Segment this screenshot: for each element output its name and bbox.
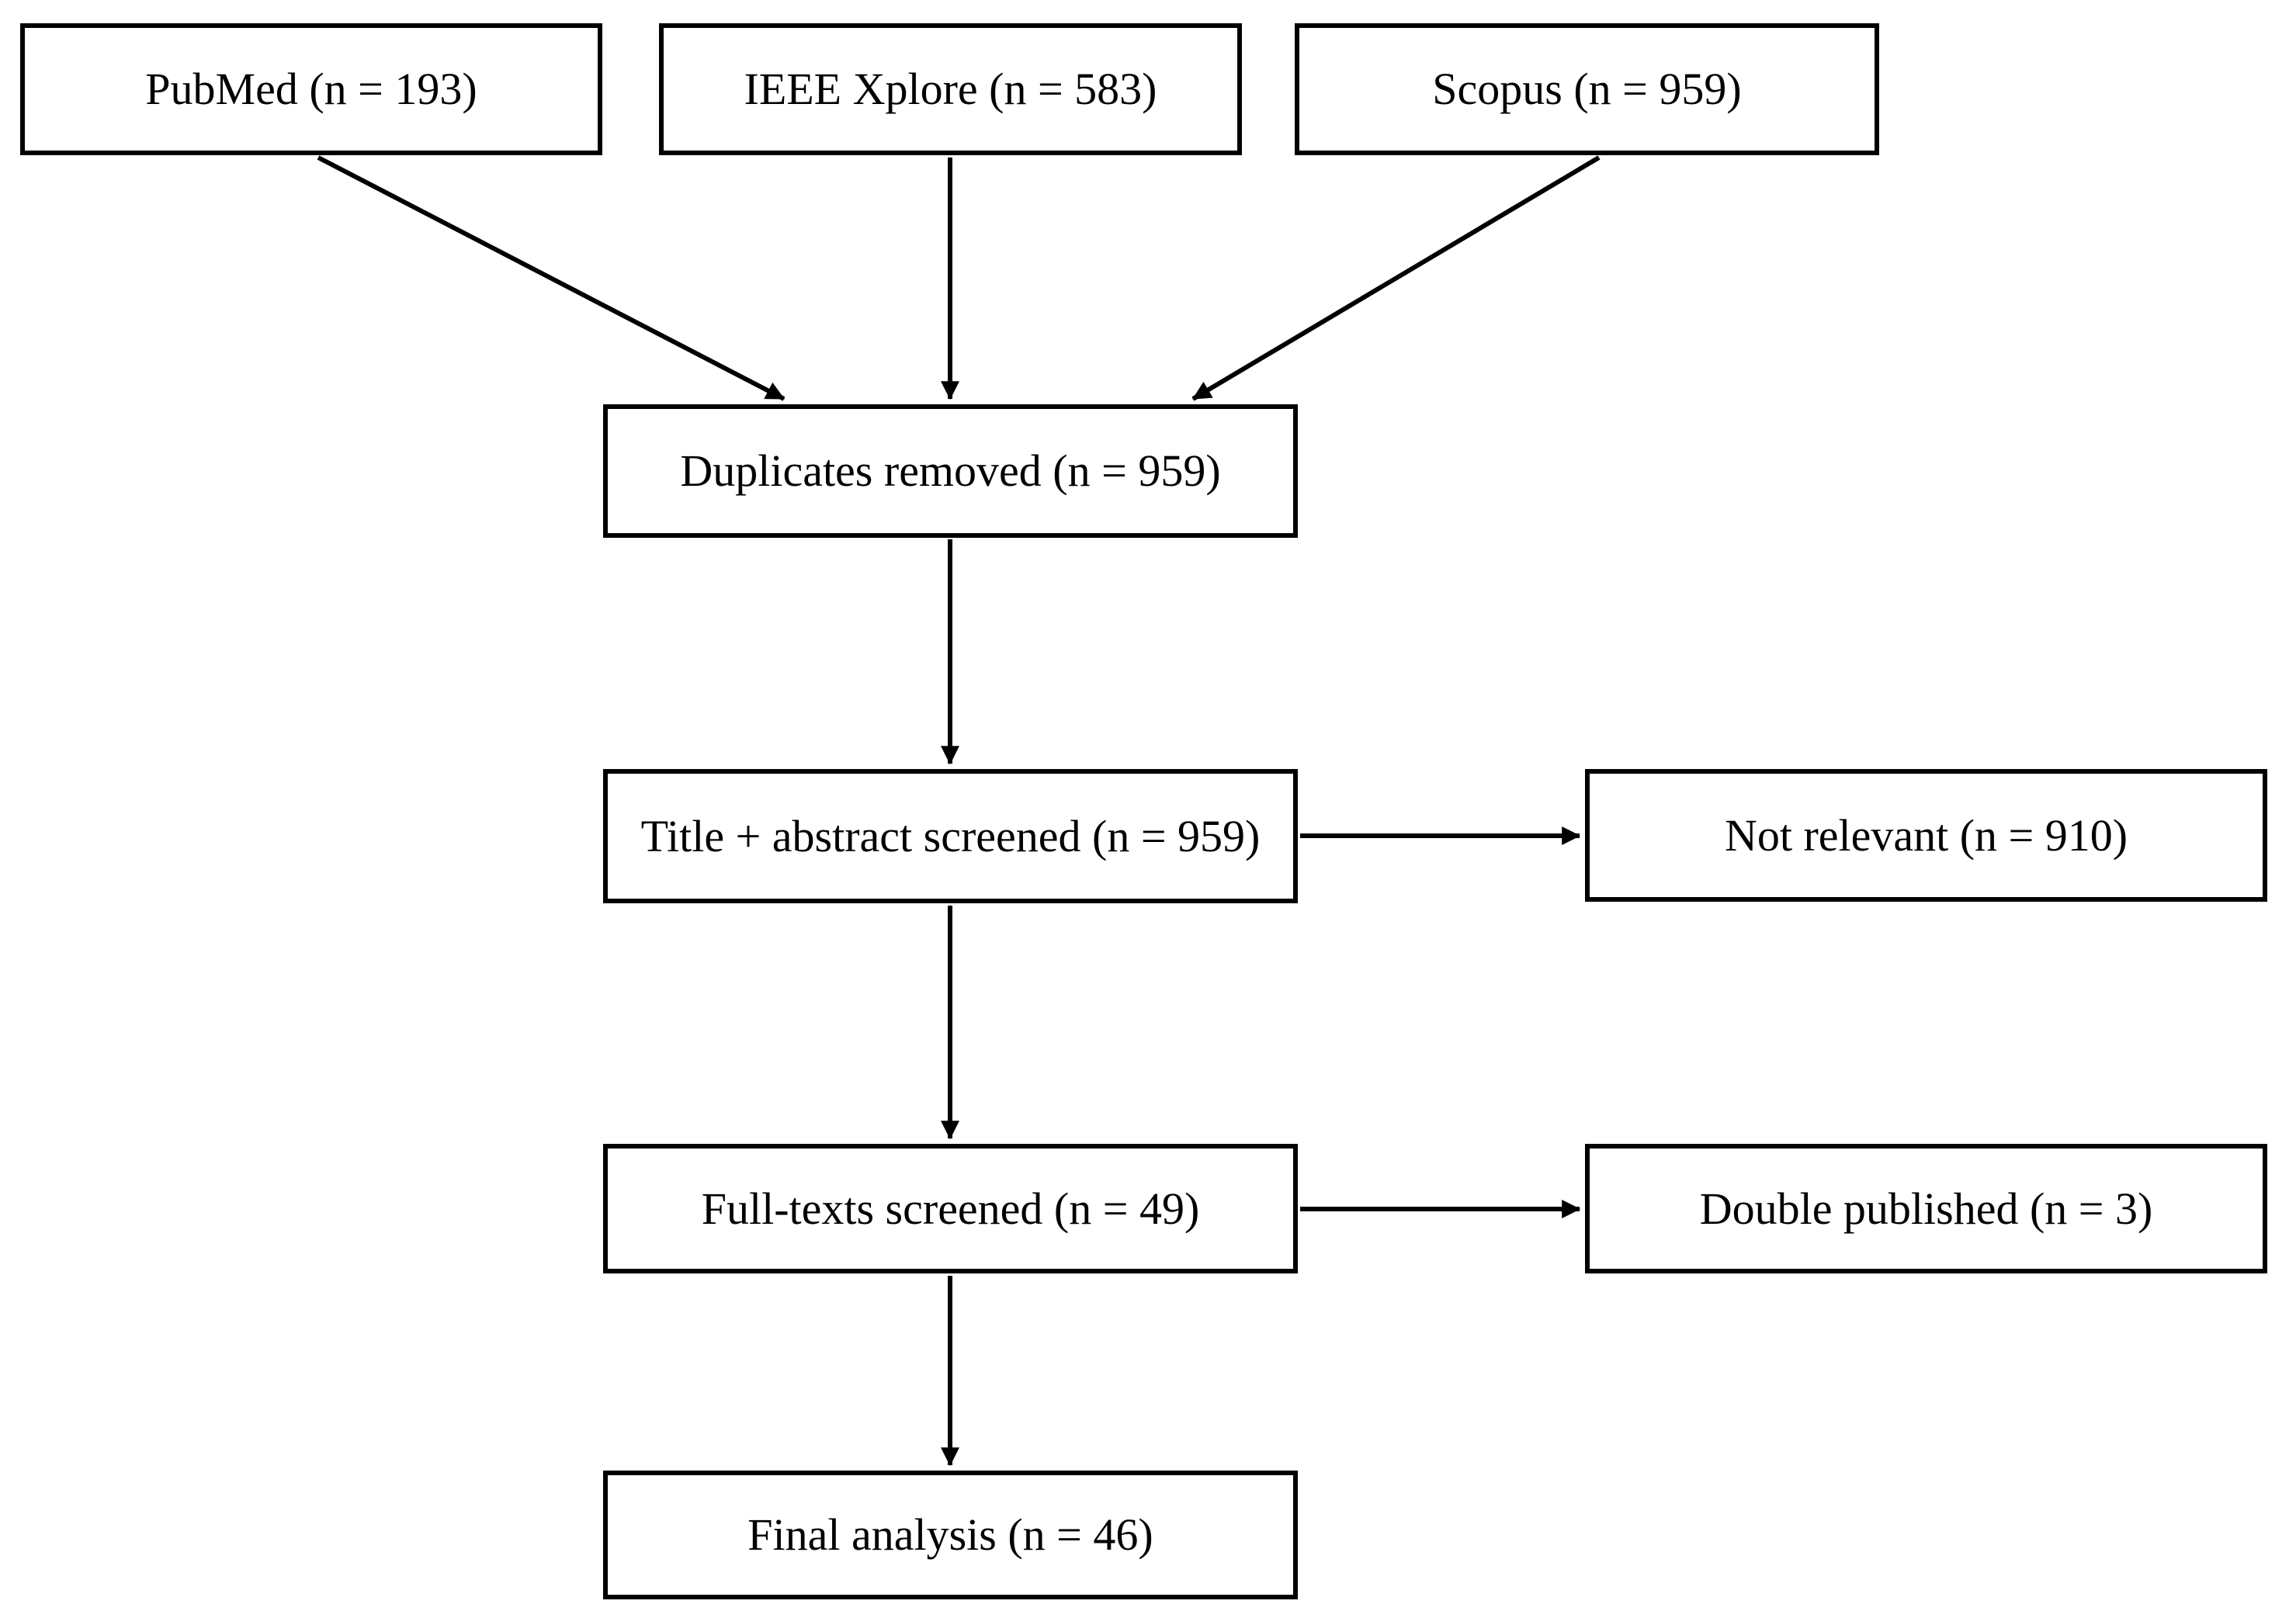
- node-final-analysis-label: Final analysis (n = 46): [747, 1509, 1153, 1561]
- node-scopus: Scopus (n = 959): [1295, 23, 1879, 155]
- node-ieee-xplore-label: IEEE Xplore (n = 583): [744, 64, 1157, 115]
- node-pubmed: PubMed (n = 193): [20, 23, 602, 155]
- node-full-texts-screened-label: Full-texts screened (n = 49): [701, 1183, 1200, 1234]
- node-full-texts-screened: Full-texts screened (n = 49): [603, 1144, 1298, 1273]
- node-duplicates-removed: Duplicates removed (n = 959): [603, 404, 1298, 538]
- node-final-analysis: Final analysis (n = 46): [603, 1471, 1298, 1599]
- node-title-abstract-screened: Title + abstract screened (n = 959): [603, 769, 1298, 903]
- node-ieee-xplore: IEEE Xplore (n = 583): [659, 23, 1242, 155]
- node-not-relevant: Not relevant (n = 910): [1585, 769, 2267, 902]
- node-scopus-label: Scopus (n = 959): [1432, 64, 1742, 115]
- arrow-pubmed-to-duplicates: [317, 155, 786, 401]
- node-not-relevant-label: Not relevant (n = 910): [1724, 809, 2128, 861]
- node-double-published: Double published (n = 3): [1585, 1144, 2267, 1273]
- arrow-scopus-to-duplicates: [1191, 155, 1601, 401]
- node-title-abstract-screened-label: Title + abstract screened (n = 959): [640, 810, 1261, 861]
- node-duplicates-removed-label: Duplicates removed (n = 959): [680, 445, 1221, 497]
- node-double-published-label: Double published (n = 3): [1699, 1183, 2153, 1234]
- node-pubmed-label: PubMed (n = 193): [145, 64, 477, 115]
